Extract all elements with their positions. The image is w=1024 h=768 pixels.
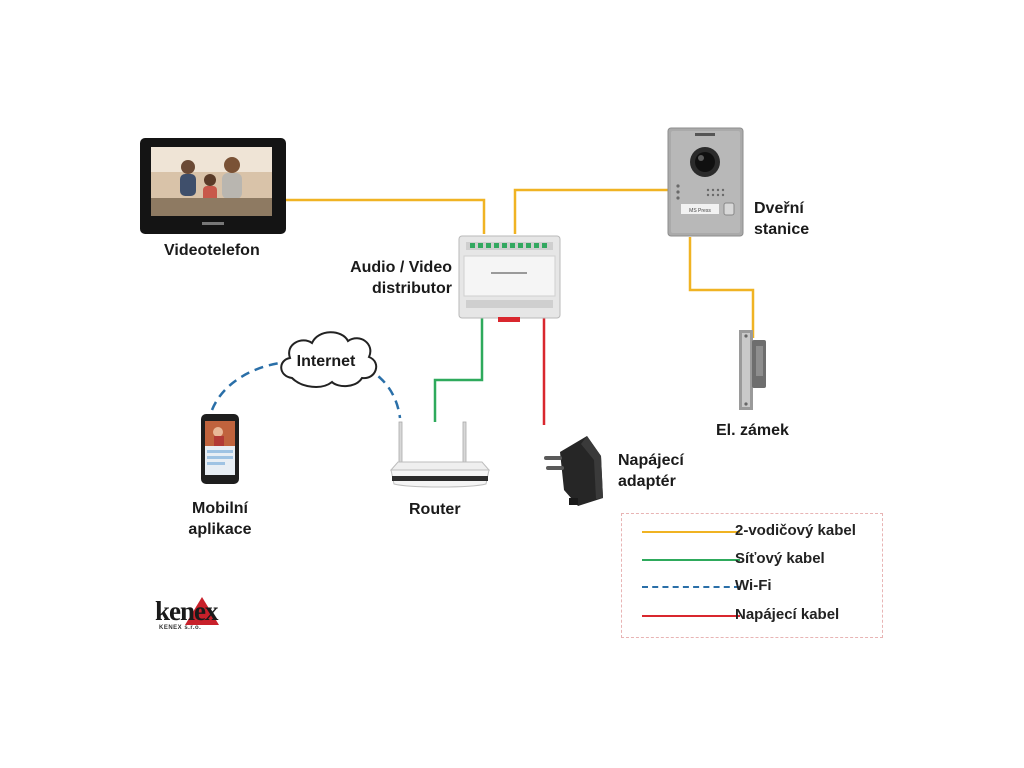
legend-label: Síťový kabel [735,550,825,567]
label-mobile-app-line1: Mobilní [192,500,248,517]
label-internet: Internet [296,353,356,370]
door-station: MS Press [667,127,744,237]
label-videotelefon: Videotelefon [164,242,260,259]
legend: 2-vodičový kabel Síťový kabel Wi-Fi Napá… [621,513,883,638]
legend-swatch-network [642,559,740,561]
legend-label: Wi-Fi [735,577,772,594]
label-mobile-app: Mobilní aplikace [172,498,268,540]
label-power-adapter-line1: Napájecí [618,452,684,469]
label-door-station-line2: stanice [754,221,810,238]
legend-item: Síťový kabel [622,550,882,570]
label-power-adapter: Napájecí adaptér [618,450,684,492]
legend-label: 2-vodičový kabel [735,522,856,539]
power-adapter [544,436,603,506]
legend-swatch-wifi [642,586,740,588]
company-logo: kenex KENEX s.r.o. [155,596,255,636]
label-lock: El. zámek [716,422,789,439]
wire-monitor-distributor [285,198,486,234]
wire-door-distributor [513,188,668,234]
legend-item: Wi-Fi [622,577,882,597]
smartphone [201,414,239,484]
label-door-station-line1: Dveřní [754,200,804,217]
video-monitor [140,138,286,234]
legend-swatch-two-wire [642,531,740,533]
av-distributor [458,235,561,322]
label-distributor-line1: Audio / Video [350,259,452,276]
legend-item: 2-vodičový kabel [622,522,882,542]
label-mobile-app-line2: aplikace [188,521,252,538]
logo-subtext: KENEX s.r.o. [159,625,202,631]
router [389,421,491,488]
legend-label: Napájecí kabel [735,606,840,623]
label-power-adapter-line2: adaptér [618,473,676,490]
legend-swatch-power [642,615,740,617]
electric-lock [739,330,766,410]
label-door-station: Dveřní stanice [754,198,809,240]
connection-lines [210,188,755,425]
internet-cloud [280,331,378,388]
legend-item: Napájecí kabel [622,606,882,626]
label-router: Router [409,501,461,518]
wire-door-lock [688,237,755,338]
logo-wordmark: kenex [155,596,218,626]
label-distributor: Audio / Video distributor [342,257,452,299]
wire-network [433,318,484,422]
logo-mark [185,597,219,625]
label-distributor-line2: distributor [372,280,452,297]
wire-wifi-phone [210,360,288,411]
door-button-label: MS Press [689,208,711,214]
